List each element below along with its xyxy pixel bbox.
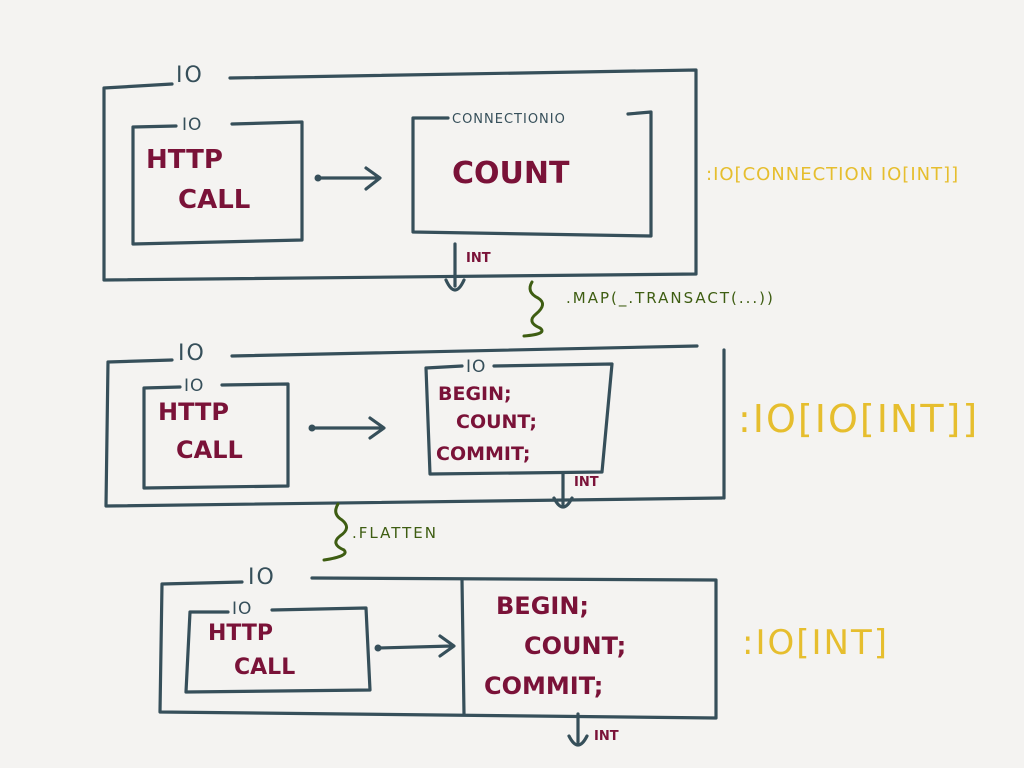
stage-2-call-text: CALL [176, 436, 243, 464]
stage-1-int-label: INT [466, 251, 491, 266]
stage-3-commit-text: COMMIT; [484, 672, 603, 700]
stage-3-int-label: INT [594, 729, 619, 744]
stage-1-right-label: CONNECTIONIO [452, 112, 566, 127]
stage-1-right-box [411, 110, 653, 238]
stage-2-begin-text: BEGIN; [438, 383, 512, 405]
stage-2: IO IO HTTP CALL IO BEGIN; COUNT; COMMIT;… [104, 341, 979, 509]
stage-3-int-output: INT [567, 712, 619, 747]
stage-3-type-annotation: :IO[INT] [742, 623, 889, 663]
stage-3-divider [460, 578, 466, 716]
stage-2-outer-frame [104, 344, 726, 508]
stage-1-arrow [314, 166, 382, 191]
operation-2-label: .FLATTEN [352, 524, 438, 542]
stage-3-left-label: IO [232, 599, 252, 619]
stage-1-type-annotation: :IO[CONNECTION IO[INT]] [706, 164, 959, 185]
stage-1-call-text: CALL [178, 185, 250, 215]
stage-3-call-text: CALL [234, 655, 295, 680]
stage-2-right-box [424, 362, 614, 476]
stage-3: IO IO HTTP CALL BEGIN; COUNT; COMMIT; IN… [158, 565, 889, 747]
stage-1: IO IO HTTP CALL CONNECTIONIO COUNT INT :… [102, 63, 959, 292]
stage-2-http-text: HTTP [158, 398, 229, 426]
stage-2-right-label: IO [466, 357, 486, 377]
stage-2-int-output: INT [552, 472, 599, 509]
stage-1-http-text: HTTP [146, 145, 223, 175]
stage-1-left-label: IO [182, 115, 202, 135]
operation-1: .MAP(_.TRANSACT(...)) [522, 280, 775, 338]
stage-2-outer-label: IO [178, 341, 206, 366]
stage-1-count-text: COUNT [452, 156, 570, 191]
stage-2-commit-text: COMMIT; [436, 443, 531, 465]
stage-1-outer-label: IO [176, 63, 204, 88]
stage-3-left-box [184, 606, 372, 694]
stage-3-http-text: HTTP [208, 621, 273, 646]
stage-2-type-annotation: :IO[IO[INT]] [738, 397, 979, 441]
stage-3-count-text: COUNT; [524, 632, 626, 660]
stage-2-left-box [142, 382, 290, 490]
stage-1-left-box [131, 120, 304, 246]
stage-3-outer-frame [158, 576, 718, 720]
stage-2-int-label: INT [574, 475, 599, 490]
stage-2-arrow [308, 416, 386, 440]
operation-1-squiggle [522, 280, 544, 338]
operation-1-label: .MAP(_.TRANSACT(...)) [566, 289, 775, 308]
stage-2-count-text: COUNT; [456, 411, 537, 433]
stage-1-int-output: INT [444, 242, 491, 292]
stage-3-arrow [374, 634, 456, 658]
stage-3-outer-label: IO [248, 565, 276, 590]
stage-1-outer-frame [102, 68, 698, 282]
operation-2-squiggle [322, 502, 348, 562]
stage-2-left-label: IO [184, 376, 204, 396]
stage-3-begin-text: BEGIN; [496, 592, 589, 620]
operation-2: .FLATTEN [322, 502, 438, 562]
